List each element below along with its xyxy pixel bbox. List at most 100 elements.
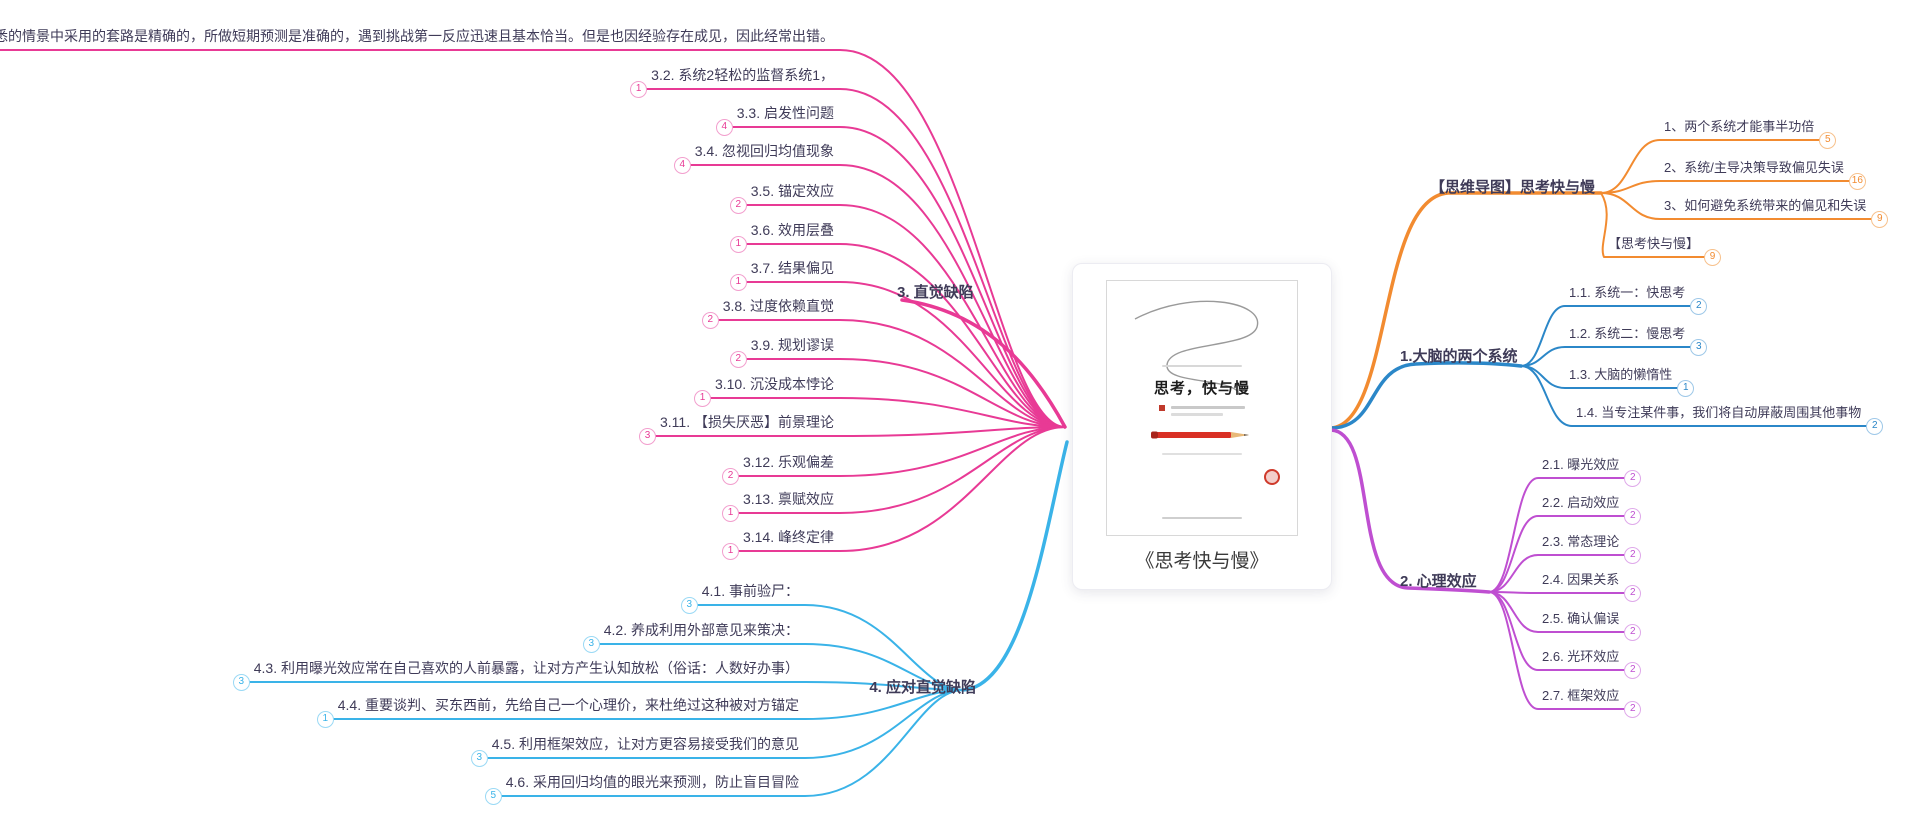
collapsed-count-badge[interactable]: 2: [729, 351, 747, 368]
branch-curve: [804, 689, 964, 720]
node-label: 3、如何避免系统带来的偏见和失误: [1664, 198, 1867, 213]
branch-label-psych-effects[interactable]: 2. 心理效应: [1400, 573, 1477, 590]
collapsed-count-badge[interactable]: 1: [721, 543, 739, 560]
collapsed-count-badge[interactable]: 2: [1624, 701, 1642, 718]
branch-label-intuition-flaws[interactable]: 3. 直觉缺陷: [897, 284, 974, 301]
collapsed-count-badge[interactable]: 16: [1848, 173, 1866, 190]
cover-tagline-placeholder: [1162, 365, 1242, 367]
collapsed-count-badge[interactable]: 1: [729, 236, 747, 253]
node-label: 3.1. 系统1在熟悉的情景中采用的套路是精确的，所做短期预测是准确的，遇到挑战…: [0, 28, 834, 44]
collapsed-count-badge[interactable]: 1: [316, 711, 334, 728]
collapsed-count-badge[interactable]: 3: [582, 636, 600, 653]
mindmap-node[interactable]: 3、如何避免系统带来的偏见和失误 9: [1660, 197, 1889, 228]
mindmap-node[interactable]: 1.1. 系统一：快思考 2: [1565, 284, 1708, 315]
node-label: 2.5. 确认偏误: [1542, 611, 1620, 626]
collapsed-count-badge[interactable]: 1: [630, 81, 648, 98]
collapsed-count-badge[interactable]: 2: [1624, 547, 1642, 564]
mindmap-node[interactable]: 3.2. 系统2轻松的监督系统1，1: [630, 67, 840, 98]
node-label: 1.2. 系统二：慢思考: [1569, 326, 1686, 341]
mindmap-node[interactable]: 4.2. 养成利用外部意见来策决：3: [582, 622, 805, 653]
collapsed-count-badge[interactable]: 2: [1624, 624, 1642, 641]
mindmap-node[interactable]: 1、两个系统才能事半功倍 5: [1660, 118, 1837, 149]
branch-label-coping-intuition-flaws[interactable]: 4. 应对直觉缺陷: [869, 679, 976, 696]
mindmap-node[interactable]: 2.6. 光环效应 2: [1538, 648, 1642, 679]
collapsed-count-badge[interactable]: 9: [1704, 249, 1722, 266]
branch-label-mindmap-overview[interactable]: 【思维导图】思考快与慢: [1430, 179, 1596, 196]
collapsed-count-badge[interactable]: 2: [1690, 298, 1708, 315]
node-label: 2.6. 光环效应: [1542, 649, 1620, 664]
collapsed-count-badge[interactable]: 2: [701, 312, 719, 329]
branch-curve: [961, 440, 1069, 692]
collapsed-count-badge[interactable]: 2: [1624, 470, 1642, 487]
branch-curve: [1520, 305, 1566, 367]
collapsed-count-badge[interactable]: 2: [729, 197, 747, 214]
mindmap-node[interactable]: 1.2. 系统二：慢思考 3: [1565, 325, 1708, 356]
cover-pencil-icon: [1151, 431, 1249, 439]
collapsed-count-badge[interactable]: 3: [232, 674, 250, 691]
node-label: 1、两个系统才能事半功倍: [1664, 119, 1815, 134]
mindmap-node[interactable]: 【思考快与慢】9: [1604, 235, 1722, 266]
center-topic-card[interactable]: 思考，快与慢 《思考快与慢》: [1072, 263, 1332, 590]
mindmap-node[interactable]: 4.3. 利用曝光效应常在自己喜欢的人前暴露，让对方产生认知放松（俗话：人数好办…: [232, 660, 805, 691]
branch-curve: [1329, 361, 1523, 430]
collapsed-count-badge[interactable]: 2: [1624, 662, 1642, 679]
node-label: 4.2. 养成利用外部意见来策决：: [603, 622, 799, 638]
node-label: 3.4. 忽视回归均值现象: [694, 143, 834, 159]
collapsed-count-badge[interactable]: 3: [1690, 339, 1708, 356]
branch-curve: [900, 298, 1067, 429]
collapsed-count-badge[interactable]: 4: [673, 157, 691, 174]
cover-publisher-placeholder: [1162, 517, 1242, 519]
collapsed-count-badge[interactable]: 2: [1624, 508, 1642, 525]
mindmap-node[interactable]: 4.1. 事前验尸：3: [680, 583, 805, 614]
node-label: 1.1. 系统一：快思考: [1569, 285, 1686, 300]
branch-curve: [1600, 192, 1608, 258]
collapsed-count-badge[interactable]: 1: [1677, 380, 1695, 397]
branch-curve: [804, 689, 964, 759]
collapsed-count-badge[interactable]: 1: [721, 505, 739, 522]
collapsed-count-badge[interactable]: 2: [1624, 585, 1642, 602]
mindmap-node[interactable]: 3.1. 系统1在熟悉的情景中采用的套路是精确的，所做短期预测是准确的，遇到挑战…: [0, 28, 840, 51]
collapsed-count-badge[interactable]: 5: [1819, 132, 1837, 149]
node-label: 3.11. 【损失厌恶】前景理论: [660, 414, 834, 430]
cover-title: 思考，快与慢: [1153, 380, 1250, 397]
branch-curve: [839, 49, 1066, 428]
node-label: 3.13. 禀赋效应: [742, 491, 834, 507]
collapsed-count-badge[interactable]: 9: [1871, 211, 1889, 228]
collapsed-count-badge[interactable]: 1: [729, 274, 747, 291]
collapsed-count-badge[interactable]: 2: [1866, 418, 1884, 435]
branch-curve: [1600, 139, 1661, 194]
collapsed-count-badge[interactable]: 1: [693, 390, 711, 407]
collapsed-count-badge[interactable]: 4: [715, 119, 733, 136]
branch-label-brain-two-systems[interactable]: 1.大脑的两个系统: [1400, 348, 1518, 365]
collapsed-count-badge[interactable]: 3: [680, 597, 698, 614]
branch-curve: [1329, 191, 1603, 430]
mindmap-node[interactable]: 2.5. 确认偏误 2: [1538, 610, 1642, 641]
collapsed-count-badge[interactable]: 3: [639, 428, 656, 445]
collapsed-count-badge[interactable]: 2: [721, 468, 739, 485]
collapsed-count-badge[interactable]: 5: [484, 788, 502, 805]
collapsed-count-badge[interactable]: 3: [470, 750, 488, 767]
